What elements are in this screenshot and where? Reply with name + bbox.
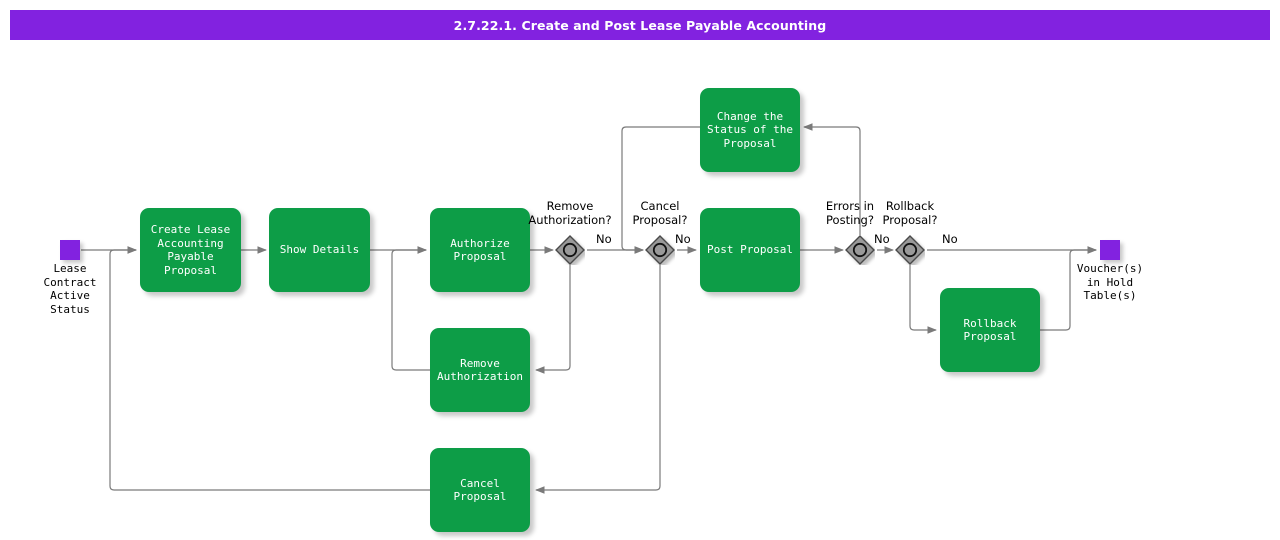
gateway-cancel-proposal[interactable]: [645, 235, 675, 265]
gateway-remove-authorization[interactable]: [555, 235, 585, 265]
task-label: Rollback Proposal: [963, 316, 1017, 344]
task-change-the-status-of-the-proposal[interactable]: Change the Status of the Proposal: [700, 88, 800, 172]
gateway-remove-authorization-label: Remove Authorization?: [528, 199, 612, 227]
flow-cancel-task-to-create: [109, 246, 430, 491]
start-event-lease-contract-active-status[interactable]: [60, 240, 80, 260]
task-cancel-proposal[interactable]: Cancel Proposal: [430, 448, 530, 532]
gateway-cancel-proposal-label: Cancel Proposal?: [632, 199, 688, 227]
gateway-rollback-proposal[interactable]: [895, 235, 925, 265]
task-label: Show Details: [279, 243, 360, 257]
end-event-label: Voucher(s) in Hold Table(s): [1076, 262, 1144, 302]
flow-remove-auth-to-authorize: [391, 246, 430, 371]
flow-rollback-task-to-end: [1040, 246, 1097, 331]
flow-label-no-remove-authorization: No: [596, 232, 612, 246]
task-label: Create Lease Accounting Payable Proposal: [150, 223, 231, 277]
gateway-errors-in-posting-label: Errors in Posting?: [825, 199, 875, 227]
page-title: 2.7.22.1. Create and Post Lease Payable …: [453, 17, 827, 33]
task-label: Post Proposal: [706, 243, 794, 257]
flow-change-status-to-cancel-gw: [621, 126, 700, 254]
task-create-lease-accounting-payable-proposal[interactable]: Create Lease Accounting Payable Proposal: [140, 208, 241, 292]
event-gateway-icon: [645, 235, 675, 265]
flow-label-no-errors-in-posting: No: [874, 232, 890, 246]
task-show-details[interactable]: Show Details: [269, 208, 370, 292]
task-label: Remove Authorization: [436, 356, 524, 384]
gateway-errors-in-posting[interactable]: [845, 235, 875, 265]
task-label: Change the Status of the Proposal: [706, 109, 794, 150]
diagram-title-bar: 2.7.22.1. Create and Post Lease Payable …: [10, 10, 1270, 40]
task-label: Cancel Proposal: [453, 476, 507, 504]
flow-label-no-rollback-proposal: No: [942, 232, 958, 246]
event-gateway-icon: [555, 235, 585, 265]
start-event-label: Lease Contract Active Status: [43, 262, 97, 316]
task-rollback-proposal[interactable]: Rollback Proposal: [940, 288, 1040, 372]
flow-errors-gw-to-change-status: [803, 123, 861, 235]
task-post-proposal[interactable]: Post Proposal: [700, 208, 800, 292]
task-remove-authorization[interactable]: Remove Authorization: [430, 328, 530, 412]
flow-rollback-gw-to-rollback-task: [909, 265, 937, 334]
flow-label-no-cancel-proposal: No: [675, 232, 691, 246]
gateway-rollback-proposal-label: Rollback Proposal?: [882, 199, 938, 227]
flow-cancel-gw-to-cancel-task: [535, 265, 661, 494]
event-gateway-icon: [895, 235, 925, 265]
task-label: Authorize Proposal: [450, 236, 510, 264]
end-event-vouchers-in-hold-tables[interactable]: [1100, 240, 1120, 260]
flow-remove-auth-gw-to-remove-auth: [535, 265, 571, 374]
event-gateway-icon: [845, 235, 875, 265]
task-authorize-proposal[interactable]: Authorize Proposal: [430, 208, 530, 292]
